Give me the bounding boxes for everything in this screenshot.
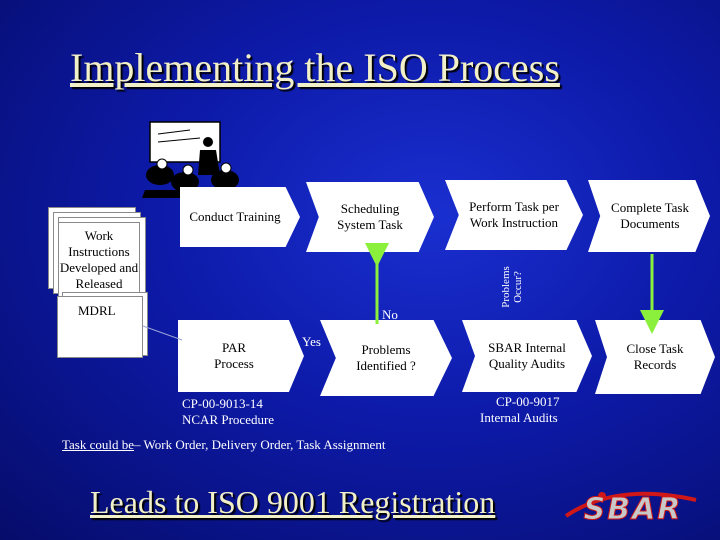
conduct-training-box: Conduct Training xyxy=(180,187,300,247)
problems-identified-box: Problems Identified ? xyxy=(320,320,452,396)
close-records-label: Close Task Records xyxy=(626,341,684,372)
mdrl-connector xyxy=(142,325,183,341)
sbar-logo-text: SBAR xyxy=(583,492,683,528)
problems-identified-label: Problems Identified ? xyxy=(356,342,416,373)
task-could-be-label: Task could be xyxy=(62,437,135,452)
mdrl-label: MDRL xyxy=(78,303,116,318)
work-instructions-label: Work Instructions Developed and Released xyxy=(59,228,139,291)
scheduling-box: Scheduling System Task xyxy=(306,182,434,252)
no-label: No xyxy=(382,307,398,322)
sbar-audits-box: SBAR Internal Quality Audits xyxy=(462,320,592,392)
ncar-label: NCAR Procedure xyxy=(182,412,275,427)
perform-task-label: Perform Task per Work Instruction xyxy=(469,199,559,230)
conduct-training-label: Conduct Training xyxy=(189,209,281,224)
scheduling-label: Scheduling System Task xyxy=(337,201,403,232)
sbar-logo-swoosh xyxy=(564,491,697,518)
sbar-audits-label: SBAR Internal Quality Audits xyxy=(488,340,566,371)
cp-9013-label: CP-00-9013-14 xyxy=(182,396,263,411)
training-clipart xyxy=(142,121,244,198)
page-title: Implementing the ISO Process xyxy=(70,45,560,90)
complete-docs-box: Complete Task Documents xyxy=(588,180,710,252)
task-list-label: – Work Order, Delivery Order, Task Assig… xyxy=(134,437,386,452)
leads-to-registration: Leads to ISO 9001 Registration xyxy=(90,484,496,520)
sbar-logo: SBAR xyxy=(556,486,706,530)
par-process-box: PAR Process xyxy=(178,320,304,392)
complete-docs-label: Complete Task Documents xyxy=(611,200,689,231)
par-process-label: PAR Process xyxy=(214,340,254,371)
task-could-be-line: Task could be– Work Order, Delivery Orde… xyxy=(62,437,385,453)
mdrl-box: MDRL xyxy=(57,296,143,358)
work-instructions-box: Work Instructions Developed and Released xyxy=(58,222,140,298)
yes-label: Yes xyxy=(302,334,321,349)
perform-task-box: Perform Task per Work Instruction xyxy=(445,180,583,250)
cp-9017-label: CP-00-9017 xyxy=(496,394,560,409)
internal-audits-label: Internal Audits xyxy=(480,410,558,425)
